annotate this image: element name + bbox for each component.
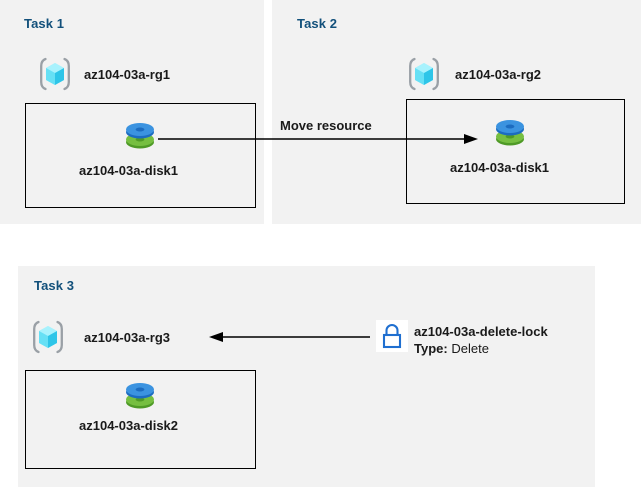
managed-disk-icon [120,116,160,156]
lock-type-value: Delete [451,341,489,356]
resource-group-icon [31,320,65,354]
panel-task-2 [272,0,641,224]
disk-label: az104-03a-disk1 [79,163,179,178]
lock-icon [376,320,408,352]
resource-group-label: az104-03a-rg3 [84,330,170,345]
managed-disk-icon [120,376,160,416]
panel-task-1 [0,0,264,224]
resource-group-icon [407,57,441,91]
lock-type-key: Type: [414,341,448,356]
panel-task-2-title: Task 2 [297,16,338,31]
lock-name-label: az104-03a-delete-lock [414,324,548,339]
resource-box-task-1 [25,103,256,208]
resource-box-task-3 [25,370,256,469]
disk-label: az104-03a-disk2 [79,418,179,433]
connector-move-resource-label: Move resource [280,118,372,133]
resource-group-label: az104-03a-rg1 [84,67,170,82]
panel-task-3 [18,266,595,487]
resource-group-label: az104-03a-rg2 [455,67,541,82]
resource-box-task-2 [406,99,625,204]
lock-type-label: Type: Delete [414,341,489,356]
resource-group-icon [38,57,72,91]
disk-label: az104-03a-disk1 [450,160,550,175]
managed-disk-icon [490,113,530,153]
panel-task-1-title: Task 1 [24,16,65,31]
panel-task-3-title: Task 3 [34,278,75,293]
